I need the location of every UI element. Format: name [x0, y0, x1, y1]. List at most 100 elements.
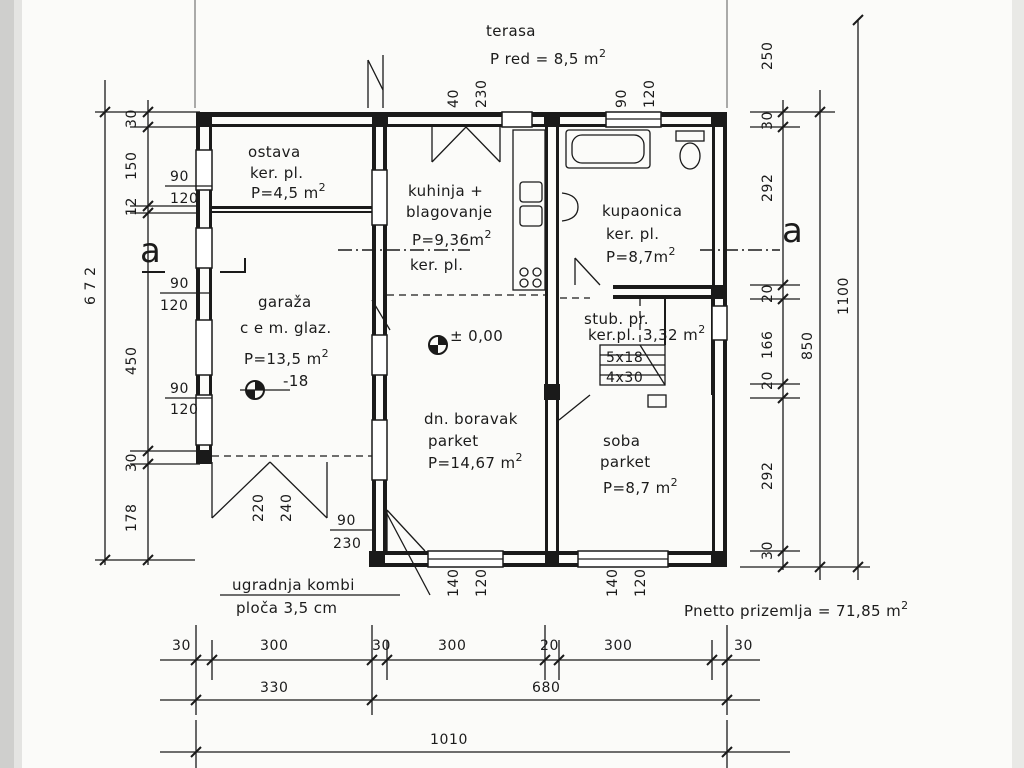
terrace-area: P red = 8,5 m2 — [490, 47, 606, 68]
room-floor: ker.pl. — [588, 326, 636, 344]
room-name: garaža — [258, 293, 312, 311]
top-window-height: 120 — [642, 79, 658, 108]
kombi-note: ugradnja kombi ploča 3,5 cm — [220, 509, 431, 617]
room-garaza: garaža c e m. glaz. P=13,5 m2 — [240, 293, 331, 368]
right-dim-250: 250 — [760, 41, 776, 70]
level-marker-main: ± 0,00 — [428, 327, 503, 355]
left-window-3-width: 90 — [170, 381, 189, 397]
dashed-zone-lines — [387, 294, 590, 385]
bottom-dim-300a: 300 — [260, 638, 289, 654]
room-area: P=13,5 m2 — [244, 347, 329, 368]
room-floor: c e m. glaz. — [240, 319, 331, 337]
section-mark-right: a — [782, 211, 803, 251]
bottom-dim-30b: 30 — [372, 638, 391, 654]
opening-dimensions: 40 230 90 120 90 120 90 120 90 120 220 2… — [160, 79, 658, 597]
room-area: P=8,7m2 — [606, 245, 676, 266]
room-floor: parket — [428, 432, 479, 450]
left-dim-30b: 30 — [124, 453, 140, 472]
top-door-height: 230 — [474, 79, 490, 108]
level-garage-text: -18 — [283, 372, 309, 390]
bottom-dim-1010: 1010 — [430, 732, 468, 748]
stairs — [599, 299, 667, 408]
left-dim-total: 6 7 2 — [83, 266, 99, 305]
room-kupaonica: kupaonica ker. pl. P=8,7m2 — [602, 202, 682, 266]
left-dim-150: 150 — [124, 151, 140, 180]
bottom-window-1-height: 120 — [474, 568, 490, 597]
right-dim-20b: 20 — [760, 371, 776, 390]
garage-door-height: 240 — [279, 493, 295, 522]
room-name: ostava — [248, 143, 301, 161]
right-dim-30: 30 — [760, 111, 776, 130]
bottom-dim-300b: 300 — [438, 638, 467, 654]
entry-door-width: 90 — [337, 513, 356, 529]
terrace-outline — [194, 0, 728, 108]
garage-door-width: 220 — [251, 493, 267, 522]
room-area: P=4,5 m2 — [251, 181, 326, 202]
bottom-dimension-row-2: 330 680 — [160, 680, 760, 715]
top-window-width: 90 — [614, 89, 630, 108]
terrace-name: terasa — [486, 22, 536, 40]
stair-tread: 4x30 — [606, 370, 643, 386]
room-name: kupaonica — [602, 202, 682, 220]
section-mark-left: a — [140, 231, 161, 271]
left-dim-450: 450 — [124, 346, 140, 375]
bottom-window-2-height: 120 — [633, 568, 649, 597]
right-dim-292b: 292 — [760, 461, 776, 490]
room-area: P=14,67 m2 — [428, 451, 523, 472]
left-window-3-height: 120 — [170, 402, 199, 418]
left-dim-178: 178 — [124, 503, 140, 532]
right-dim-20: 20 — [760, 284, 776, 303]
room-stubiste: stub. pr. ker.pl. 3,32 m2 5x18 4x30 — [584, 310, 706, 386]
left-window-1-width: 90 — [170, 169, 189, 185]
right-dim-850: 850 — [800, 331, 816, 360]
bottom-dim-330: 330 — [260, 680, 289, 696]
right-dim-total: 1100 — [836, 277, 852, 315]
room-floor: ker. pl. — [250, 164, 303, 182]
doors — [211, 126, 601, 552]
bottom-dim-30c: 30 — [734, 638, 753, 654]
level-main-text: ± 0,00 — [450, 327, 503, 345]
net-area-text: Pnetto prizemlja = 71,85 m2 — [684, 599, 909, 620]
room-area: P=9,36m2 — [412, 228, 492, 249]
bottom-dim-20: 20 — [540, 638, 559, 654]
bottom-window-1-width: 140 — [446, 568, 462, 597]
windows — [195, 111, 728, 568]
room-area: P=8,7 m2 — [603, 476, 678, 497]
bottom-dim-300c: 300 — [604, 638, 633, 654]
kitchen-counter — [512, 129, 546, 291]
room-name-line2: blagovanje — [406, 203, 493, 221]
stair-steps: 5x18 — [606, 350, 643, 366]
left-dim-12: 12 — [124, 197, 140, 216]
left-window-2-width: 90 — [170, 276, 189, 292]
bottom-dimension-row-1: 30 300 30 300 20 300 30 — [160, 625, 760, 680]
room-name: kuhinja + — [408, 182, 483, 200]
bottom-window-2-width: 140 — [605, 568, 621, 597]
room-name: stub. pr. — [584, 310, 649, 328]
room-kuhinja: kuhinja + blagovanje P=9,36m2 ker. pl. — [406, 182, 493, 274]
kombi-line1: ugradnja kombi — [232, 576, 355, 594]
right-dim-292: 292 — [760, 173, 776, 202]
kombi-line2: ploča 3,5 cm — [236, 599, 337, 617]
left-window-2-height: 120 — [160, 298, 189, 314]
room-name: soba — [603, 432, 640, 450]
bottom-dimension-total: 1010 — [160, 720, 790, 768]
top-door-width: 40 — [446, 89, 462, 108]
room-floor: ker. pl. — [410, 256, 463, 274]
bathtub — [565, 129, 651, 169]
left-dimension-chain: 30 150 12 450 30 178 6 7 2 — [83, 80, 200, 566]
room-name: dn. boravak — [424, 410, 518, 428]
room-floor: ker. pl. — [606, 225, 659, 243]
room-ostava: ostava ker. pl. P=4,5 m2 — [248, 143, 326, 202]
room-area: 3,32 m2 — [643, 323, 706, 344]
section-line-a: a a — [140, 211, 803, 273]
bottom-dim-30a: 30 — [172, 638, 191, 654]
toilet — [675, 130, 705, 170]
terrace-label: terasa P red = 8,5 m2 — [486, 22, 606, 68]
washbasin — [561, 192, 579, 222]
right-dim-166: 166 — [760, 330, 776, 359]
left-window-1-height: 120 — [170, 191, 199, 207]
right-dimension-chain: 250 30 292 20 166 20 292 30 850 1100 — [740, 14, 870, 580]
room-floor: parket — [600, 453, 651, 471]
